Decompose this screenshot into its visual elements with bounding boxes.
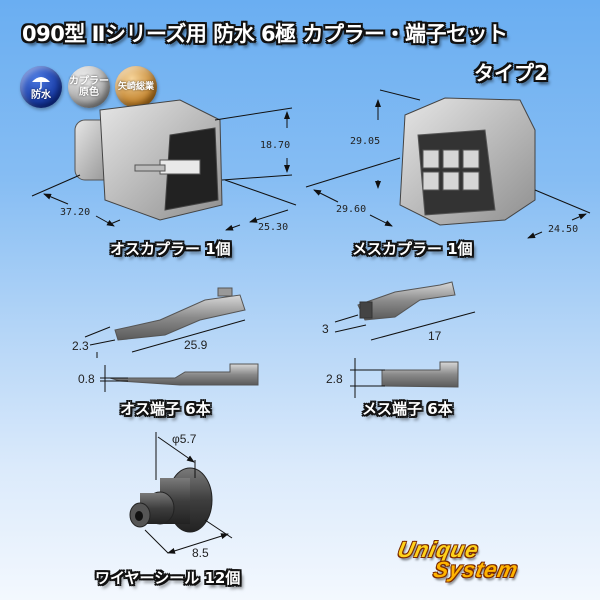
male-terminal-thickness: 0.8 <box>78 372 95 386</box>
female-coupler-image <box>399 97 536 226</box>
badge-line1: カプラー <box>69 76 109 87</box>
logo-line2: System <box>431 557 521 582</box>
umbrella-icon <box>32 76 50 90</box>
original-color-badge: カプラー 原色 <box>68 66 110 108</box>
wire-seal-label: ワイヤーシール 12個 <box>95 569 241 587</box>
waterproof-badge-label: 防水 <box>31 89 51 101</box>
female-coupler-length: 29.60 <box>336 204 366 215</box>
wire-seal-diameter: φ5.7 <box>172 432 197 446</box>
male-terminal-width: 2.3 <box>72 339 89 353</box>
female-terminal-height: 2.8 <box>326 372 343 386</box>
female-terminal-image <box>357 281 459 388</box>
yazaki-badge-label: 矢崎総業 <box>117 81 154 92</box>
male-terminal-length: 25.9 <box>184 338 208 352</box>
male-coupler-image <box>74 99 223 221</box>
male-coupler-label: オスカプラー 1個 <box>110 240 231 258</box>
badge-line2: 原色 <box>79 87 99 98</box>
page-title: 090型 Ⅱシリーズ用 防水 6極 カプラー・端子セット <box>22 22 508 46</box>
type-subtitle: タイプ2 <box>474 61 548 85</box>
wire-seal-image <box>129 467 213 533</box>
male-coupler-height: 18.70 <box>260 140 290 151</box>
female-coupler-height: 29.05 <box>350 136 380 147</box>
male-coupler-width: 25.30 <box>258 222 288 233</box>
female-terminal-length: 17 <box>428 329 442 343</box>
male-coupler-length: 37.20 <box>60 207 90 218</box>
female-terminal-width: 3 <box>322 322 329 336</box>
wire-seal-length: 8.5 <box>192 546 209 560</box>
unique-system-logo: Unique System <box>392 537 525 582</box>
female-coupler-width: 24.50 <box>548 224 578 235</box>
male-terminal-image <box>109 287 259 386</box>
male-terminal-label: オス端子 6本 <box>120 400 211 418</box>
female-terminal-label: メス端子 6本 <box>362 400 453 418</box>
waterproof-badge: 防水 <box>20 66 62 108</box>
female-coupler-label: メスカプラー 1個 <box>352 240 473 258</box>
yazaki-badge: 矢崎総業 <box>115 66 157 108</box>
